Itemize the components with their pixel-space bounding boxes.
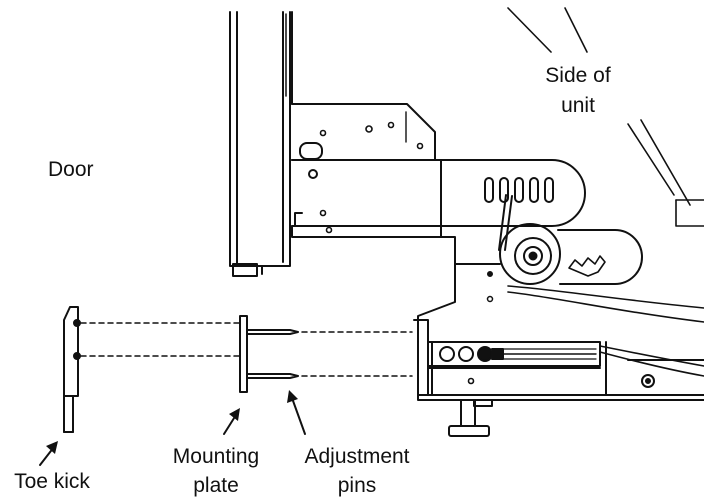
side-of-unit-outline [507, 7, 704, 227]
alignment-lines [80, 322, 413, 377]
lower-housing [291, 225, 501, 343]
mounting-plate-part [239, 315, 248, 393]
toe-kick-part [63, 306, 81, 433]
base-housing [417, 341, 704, 407]
mounting-plate-label-line1: Mounting [172, 445, 260, 468]
hinge-arm [291, 159, 586, 234]
hinge-bracket [291, 103, 436, 161]
cable [507, 285, 704, 377]
door-label: Door [48, 158, 94, 181]
adjustment-pins-label-line2: pins [337, 474, 377, 497]
adjustment-pins-label-line1: Adjustment [304, 445, 410, 468]
side-of-unit-label-line2: unit [561, 94, 595, 117]
leader-arrows [39, 390, 306, 466]
mounting-plate-label-line2: plate [193, 474, 239, 497]
leveling-foot [448, 399, 490, 437]
side-of-unit-label-line1: Side of [545, 64, 611, 87]
toe-kick-label: Toe kick [14, 470, 90, 493]
adjustment-pins-part [246, 329, 299, 379]
pulley-roller [498, 194, 643, 285]
spring-channel [413, 319, 601, 396]
door-panel [229, 11, 293, 277]
